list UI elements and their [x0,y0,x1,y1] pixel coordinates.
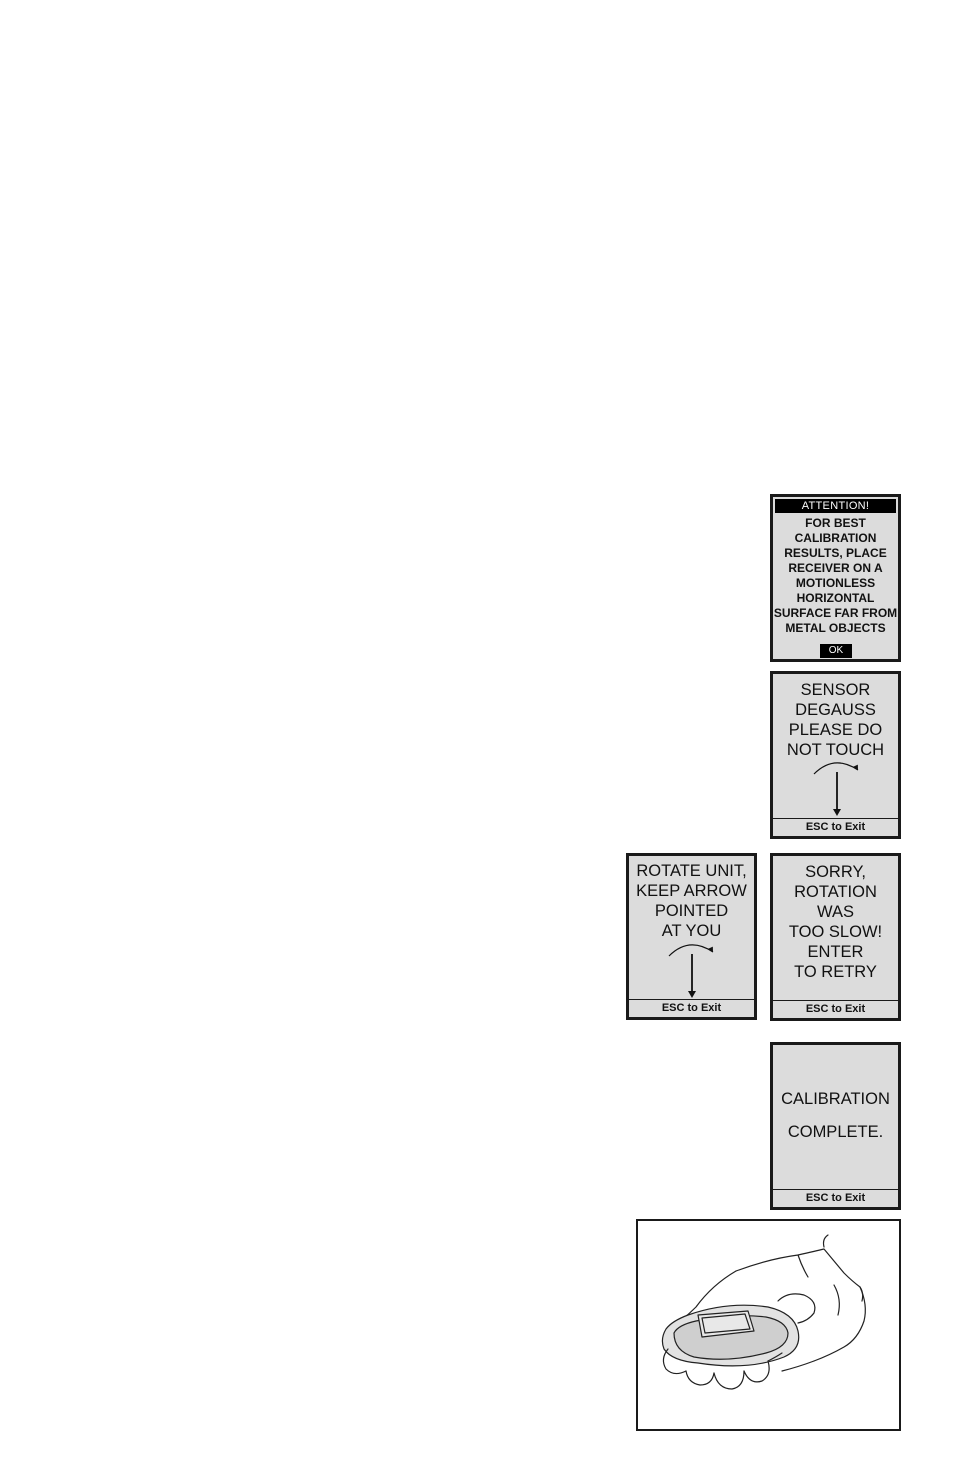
attention-line: RESULTS, PLACE [784,546,887,560]
attention-line: FOR BEST [805,516,866,530]
esc-exit-label: ESC to Exit [773,1000,898,1018]
retry-line: WAS [817,903,854,921]
retry-message: SORRY, ROTATION WAS TOO SLOW! ENTER TO R… [773,862,898,982]
esc-exit-label: ESC to Exit [773,1189,898,1207]
attention-line: SURFACE FAR FROM [773,606,898,620]
attention-screen: ATTENTION! FOR BEST CALIBRATION RESULTS,… [770,494,901,662]
degauss-message: SENSOR DEGAUSS PLEASE DO NOT TOUCH [773,680,898,760]
retry-line: SORRY, [805,863,866,881]
complete-line-2: COMPLETE. [787,1123,884,1141]
hand-holding-device-icon [661,1234,866,1390]
degauss-line: DEGAUSS [795,701,876,719]
attention-line: RECEIVER ON A [788,561,883,575]
rotate-message: ROTATE UNIT, KEEP ARROW POINTED AT YOU [629,861,754,941]
rotate-line: POINTED [654,902,729,920]
esc-exit-label: ESC to Exit [629,999,754,1017]
rotate-arrow-icon [813,762,859,816]
rotate-line: KEEP ARROW [636,882,747,900]
hand-illustration [636,1219,901,1431]
retry-line: ROTATION [794,883,877,901]
rotate-screen: ROTATE UNIT, KEEP ARROW POINTED AT YOU E… [626,853,757,1020]
retry-line: TOO SLOW! [788,923,883,941]
rotate-line: AT YOU [661,922,722,940]
complete-line-1: CALIBRATION [781,1090,890,1108]
degauss-line: PLEASE DO [788,721,883,739]
retry-line: TO RETRY [794,963,877,981]
attention-message: FOR BEST CALIBRATION RESULTS, PLACE RECE… [773,516,898,636]
rotate-line: ROTATE UNIT, [636,862,747,880]
rotate-arrow-icon [668,944,714,998]
degauss-line: NOT TOUCH [786,741,885,759]
esc-exit-label: ESC to Exit [773,818,898,836]
attention-line: MOTIONLESS [795,576,876,590]
retry-line: ENTER [807,943,864,961]
complete-screen: CALIBRATION COMPLETE. ESC to Exit [770,1042,901,1210]
ok-button[interactable]: OK [820,644,852,658]
attention-line: METAL OBJECTS [785,621,886,635]
retry-screen: SORRY, ROTATION WAS TOO SLOW! ENTER TO R… [770,853,901,1021]
degauss-line: SENSOR [800,681,871,699]
attention-line: CALIBRATION [794,531,877,545]
attention-line: HORIZONTAL [796,591,875,605]
attention-title: ATTENTION! [775,499,896,513]
degauss-screen: SENSOR DEGAUSS PLEASE DO NOT TOUCH ESC t… [770,671,901,839]
